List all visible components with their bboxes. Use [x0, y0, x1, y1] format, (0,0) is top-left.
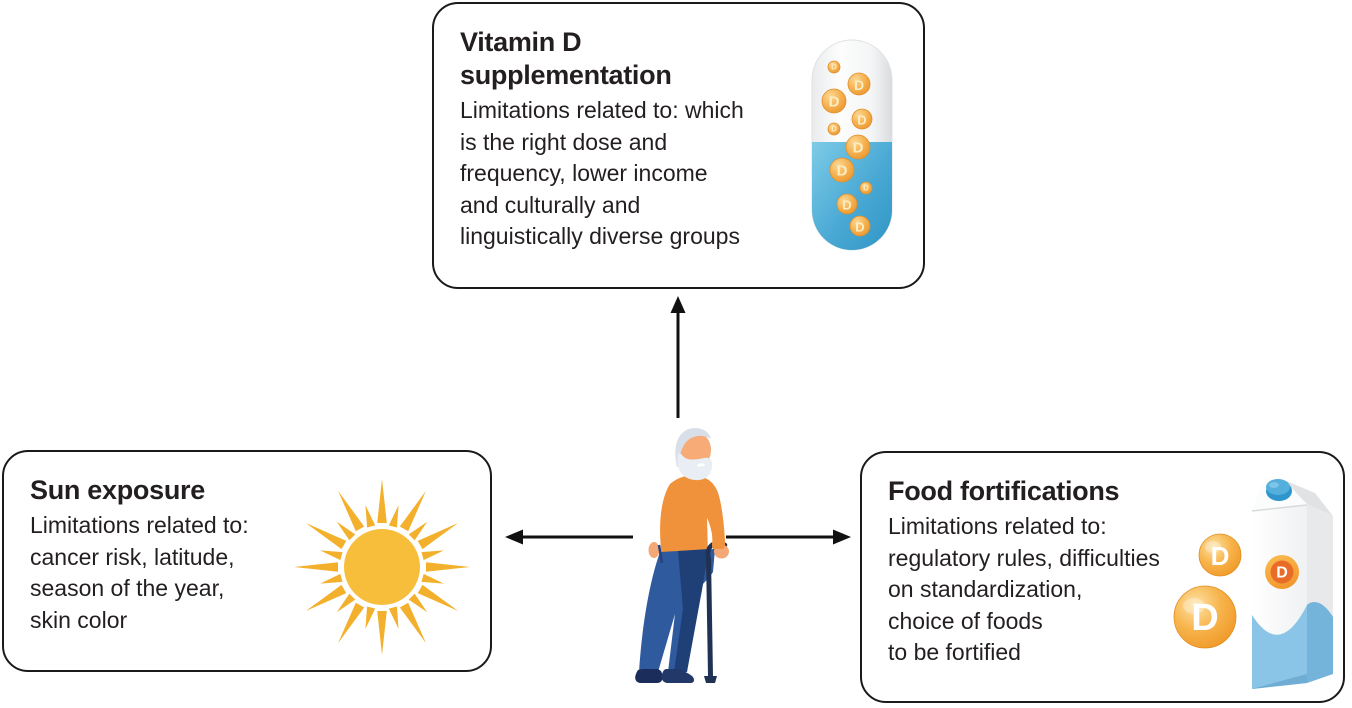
vitamin-d-gel-pill-large: D	[1173, 585, 1237, 649]
front-shoe	[661, 669, 695, 683]
d-letter: D	[853, 140, 864, 157]
elderly-man-figure	[635, 428, 729, 683]
d-letter: D	[857, 113, 866, 128]
d-letter: D	[855, 220, 864, 235]
box-food-fortifications: Food fortifications Limitations related …	[860, 451, 1345, 703]
arrow-up	[670, 296, 686, 418]
box-body-supplementation: Limitations related to: which is the rig…	[460, 97, 744, 249]
vitamin-d-balls	[821, 60, 873, 237]
vitamin-d-gel-pill-small: D	[1198, 533, 1242, 577]
sweater	[660, 475, 725, 557]
arrow-left	[505, 529, 633, 545]
head	[675, 428, 713, 481]
beard	[677, 453, 713, 481]
sun-disc	[344, 529, 420, 605]
box-text-food-fortifications: Food fortifications Limitations related …	[888, 475, 1234, 669]
d-letter: D	[1276, 565, 1288, 582]
box-title-food-fortifications: Food fortifications	[888, 476, 1120, 506]
d-letter: D	[837, 163, 848, 180]
sun-icon	[294, 479, 470, 655]
left-hand	[648, 542, 660, 558]
carton-cap	[1266, 479, 1292, 501]
cane	[704, 540, 728, 683]
box-body-food-fortifications: Limitations related to: regulatory rules…	[888, 513, 1160, 665]
box-title-supplementation: Vitamin D supplementation	[460, 27, 672, 90]
d-letter: D	[854, 77, 864, 93]
back-shoe	[635, 669, 663, 683]
d-letter: D	[831, 63, 837, 72]
milk-carton: D	[1251, 478, 1333, 689]
box-vitamin-d-supplementation: Vitamin D supplementation Limitations re…	[432, 2, 925, 289]
d-letter: D	[863, 184, 869, 193]
box-sun-exposure: Sun exposure Limitations related to: can…	[2, 450, 492, 672]
hair	[675, 428, 711, 467]
arrow-right	[726, 529, 851, 545]
box-title-sun-exposure: Sun exposure	[30, 475, 205, 505]
milk-carton-icon: D D D	[1173, 478, 1333, 689]
box-text-supplementation: Vitamin D supplementation Limitations re…	[460, 26, 806, 253]
d-letter: D	[1191, 597, 1218, 639]
d-letter: D	[842, 198, 851, 213]
d-letter: D	[1211, 541, 1230, 571]
d-letter: D	[831, 125, 837, 134]
box-text-sun-exposure: Sun exposure Limitations related to: can…	[30, 474, 376, 636]
elderly-man-with-cane	[635, 428, 729, 683]
carton-d-badge: D	[1265, 555, 1299, 589]
box-body-sun-exposure: Limitations related to: cancer risk, lat…	[30, 512, 249, 633]
vitamin-d-capsule-icon: D D D D D D D D D D	[811, 39, 893, 251]
d-letter: D	[829, 94, 840, 111]
